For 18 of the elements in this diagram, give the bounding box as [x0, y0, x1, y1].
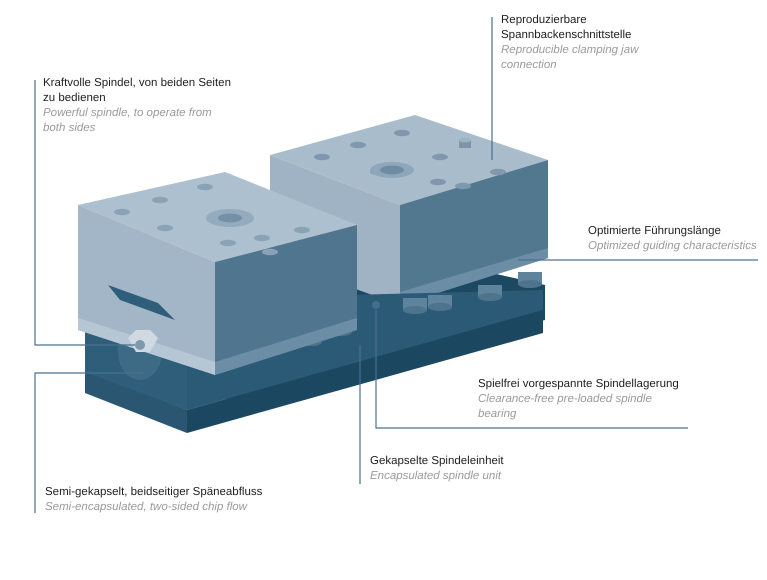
callout-title: Kraftvolle Spindel, von beiden Seiten zu bedienen — [43, 76, 232, 106]
callout-title: Optimierte Führungslänge — [588, 224, 722, 239]
callout-translation: Optimized guiding characteristics — [588, 239, 758, 254]
callout-translation: Powerful spindle, to operate from both sides — [43, 106, 213, 136]
leader-line — [491, 17, 493, 160]
leader-line — [34, 372, 143, 513]
leader-line — [34, 80, 135, 346]
callout-translation: Semi-encapsulated, two-sided chip flow — [45, 500, 248, 515]
callout-title: Gekapselte Spindeleinheit — [370, 454, 505, 469]
callout-translation: Reproducible clamping jaw connection — [501, 43, 640, 73]
callout-title: Reproduzierbare Spannbackenschnittstelle — [501, 13, 632, 43]
callout-translation: Clearance-free pre-loaded spindle bearing — [478, 392, 653, 422]
callout-title: Semi-gekapselt, beidseitiger Späneabfluss — [45, 485, 264, 500]
leader-line — [518, 259, 758, 261]
leader-line — [359, 345, 361, 484]
callout-title: Spielfrei vorgespannte Spindellagerung — [478, 377, 680, 392]
callout-translation: Encapsulated spindle unit — [370, 469, 502, 484]
leader-line — [375, 310, 688, 429]
